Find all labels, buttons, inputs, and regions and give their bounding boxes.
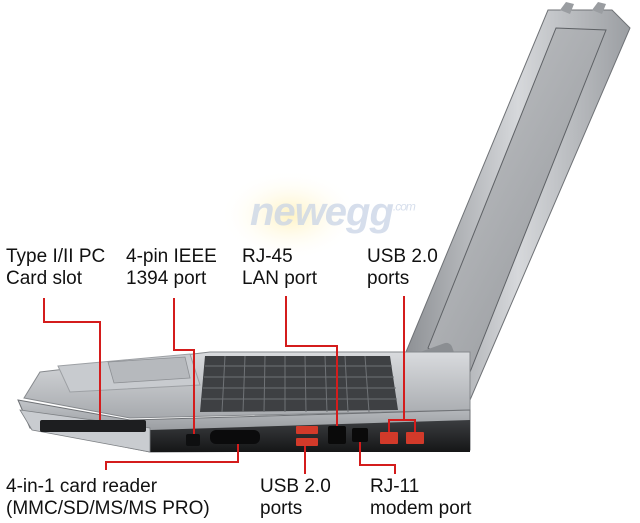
- usb-port-left-1: [296, 426, 318, 434]
- label-ieee1394-port: 4-pin IEEE 1394 port: [126, 246, 217, 290]
- card-reader-slot: [210, 430, 260, 444]
- newegg-watermark: newegg.com: [250, 190, 416, 235]
- callout-ieee1394: [173, 298, 195, 434]
- laptop-lid: [405, 2, 631, 406]
- label-rj45-port: RJ-45 LAN port: [242, 246, 317, 290]
- label-line: ports: [367, 268, 410, 289]
- watermark-suffix: .com: [392, 199, 416, 214]
- watermark-text: newegg: [250, 190, 394, 234]
- callout-pc-card: [43, 298, 101, 420]
- ieee1394-port: [186, 434, 200, 446]
- label-pc-card-slot: Type I/II PC Card slot: [6, 246, 105, 290]
- label-line: modem port: [370, 498, 472, 519]
- callout-rj45: [285, 296, 338, 426]
- label-line: USB 2.0: [367, 246, 438, 267]
- label-line: 4-pin IEEE: [126, 246, 217, 267]
- label-line: (MMC/SD/MS/MS PRO): [6, 498, 210, 519]
- rj45-port: [328, 426, 346, 444]
- label-usb-ports-right: USB 2.0 ports: [367, 246, 438, 290]
- usb-port-right-1: [380, 432, 398, 444]
- rj11-port: [352, 428, 368, 442]
- label-line: USB 2.0: [260, 476, 331, 497]
- label-line: Card slot: [6, 268, 83, 289]
- callout-rj11: [359, 442, 396, 474]
- callout-lines: [43, 296, 416, 474]
- label-line: Type I/II PC: [6, 246, 106, 267]
- usb-port-right-2: [406, 432, 424, 444]
- pc-card-slot: [40, 420, 146, 432]
- watermark-glow: [220, 170, 360, 260]
- label-line: RJ-45: [242, 246, 293, 267]
- callout-card-reader: [105, 444, 239, 470]
- keyboard-deck: [23, 351, 471, 419]
- usb-port-left-2: [296, 438, 318, 446]
- label-line: ports: [260, 498, 303, 519]
- label-card-reader: 4-in-1 card reader (MMC/SD/MS/MS PRO): [6, 476, 210, 520]
- callout-usb-right: [388, 296, 405, 432]
- label-line: 4-in-1 card reader: [6, 476, 158, 497]
- label-line: LAN port: [242, 268, 317, 289]
- ports: [40, 420, 424, 446]
- label-usb-ports-bottom: USB 2.0 ports: [260, 476, 331, 520]
- label-line: RJ-11: [370, 476, 420, 497]
- label-line: 1394 port: [126, 268, 207, 289]
- label-rj11-port: RJ-11 modem port: [370, 476, 471, 520]
- callout-usb-right-b: [404, 419, 416, 432]
